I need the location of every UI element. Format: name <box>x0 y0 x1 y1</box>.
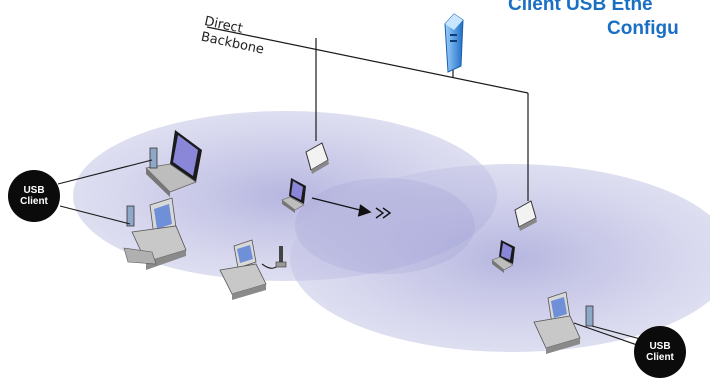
usb-badge-line1: USB <box>649 341 671 352</box>
laptop-icon <box>491 240 515 273</box>
usb-badge-line2: Client <box>20 196 48 207</box>
usb-client-wires-left <box>57 159 153 225</box>
usb-badge-line2: Client <box>646 352 674 363</box>
desktop-pc-icon <box>533 291 581 354</box>
laptop-icon <box>145 130 202 197</box>
roaming-arrow-icon <box>311 197 392 219</box>
diagram-title-line2: Configu <box>607 18 679 39</box>
usb-adapter-icon <box>261 246 287 269</box>
usb-adapter-icon <box>126 205 135 227</box>
access-point-icon <box>514 200 537 231</box>
usb-badge-line1: USB <box>23 185 45 196</box>
diagram-title-line1: Client USB Ethe <box>508 0 653 15</box>
usb-client-badge: USB Client <box>8 170 60 222</box>
usb-client-badge: USB Client <box>634 326 686 378</box>
laptop-icon <box>281 178 306 213</box>
usb-client-wires-right <box>573 322 645 347</box>
server-tower-icon <box>444 13 464 73</box>
coverage-cell-overlap <box>295 178 475 274</box>
usb-adapter-icon <box>585 305 594 327</box>
desktop-pc-icon <box>219 239 267 300</box>
desktop-pc-icon <box>123 197 187 270</box>
access-point-icon <box>305 142 329 174</box>
usb-adapter-icon <box>149 147 158 169</box>
